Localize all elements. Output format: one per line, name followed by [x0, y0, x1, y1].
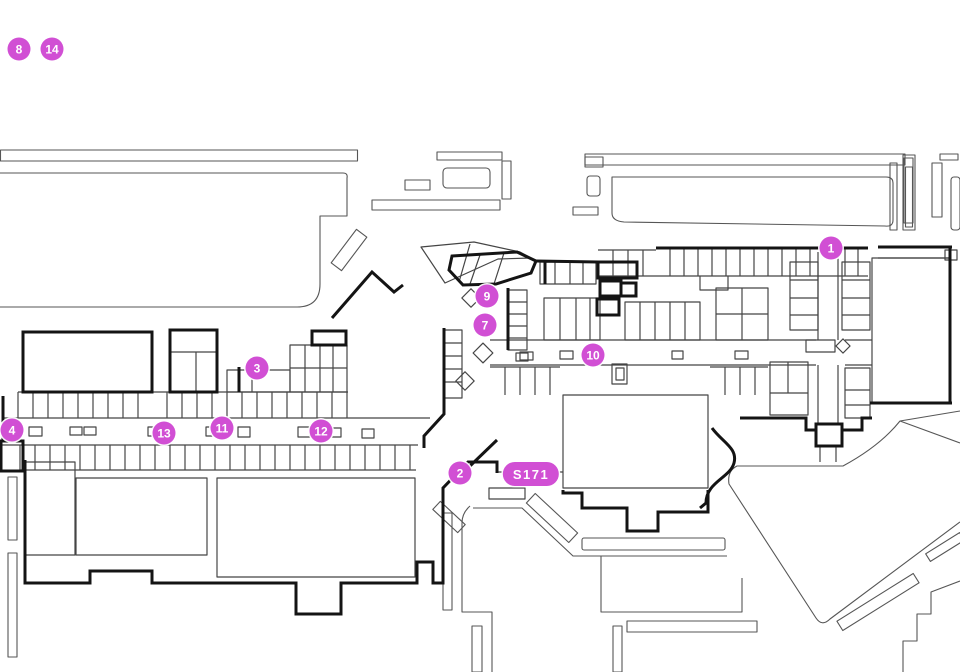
- map-marker-7[interactable]: 7: [473, 313, 497, 337]
- map-marker-11[interactable]: 11: [210, 416, 234, 440]
- map-marker-14[interactable]: 14: [40, 37, 64, 61]
- mall-thick-walls: [0, 245, 952, 616]
- map-marker-1[interactable]: 1: [819, 236, 843, 260]
- map-marker-3[interactable]: 3: [245, 356, 269, 380]
- map-marker-2[interactable]: 2: [448, 461, 472, 485]
- map-marker-8[interactable]: 8: [7, 37, 31, 61]
- map-marker-13[interactable]: 13: [152, 421, 176, 445]
- map-marker-9[interactable]: 9: [475, 284, 499, 308]
- store-label-s171[interactable]: S171: [502, 462, 560, 486]
- map-marker-10[interactable]: 10: [581, 343, 605, 367]
- map-marker-12[interactable]: 12: [309, 419, 333, 443]
- roads-and-parking-outlines: [0, 149, 960, 672]
- map-marker-4[interactable]: 4: [0, 418, 24, 442]
